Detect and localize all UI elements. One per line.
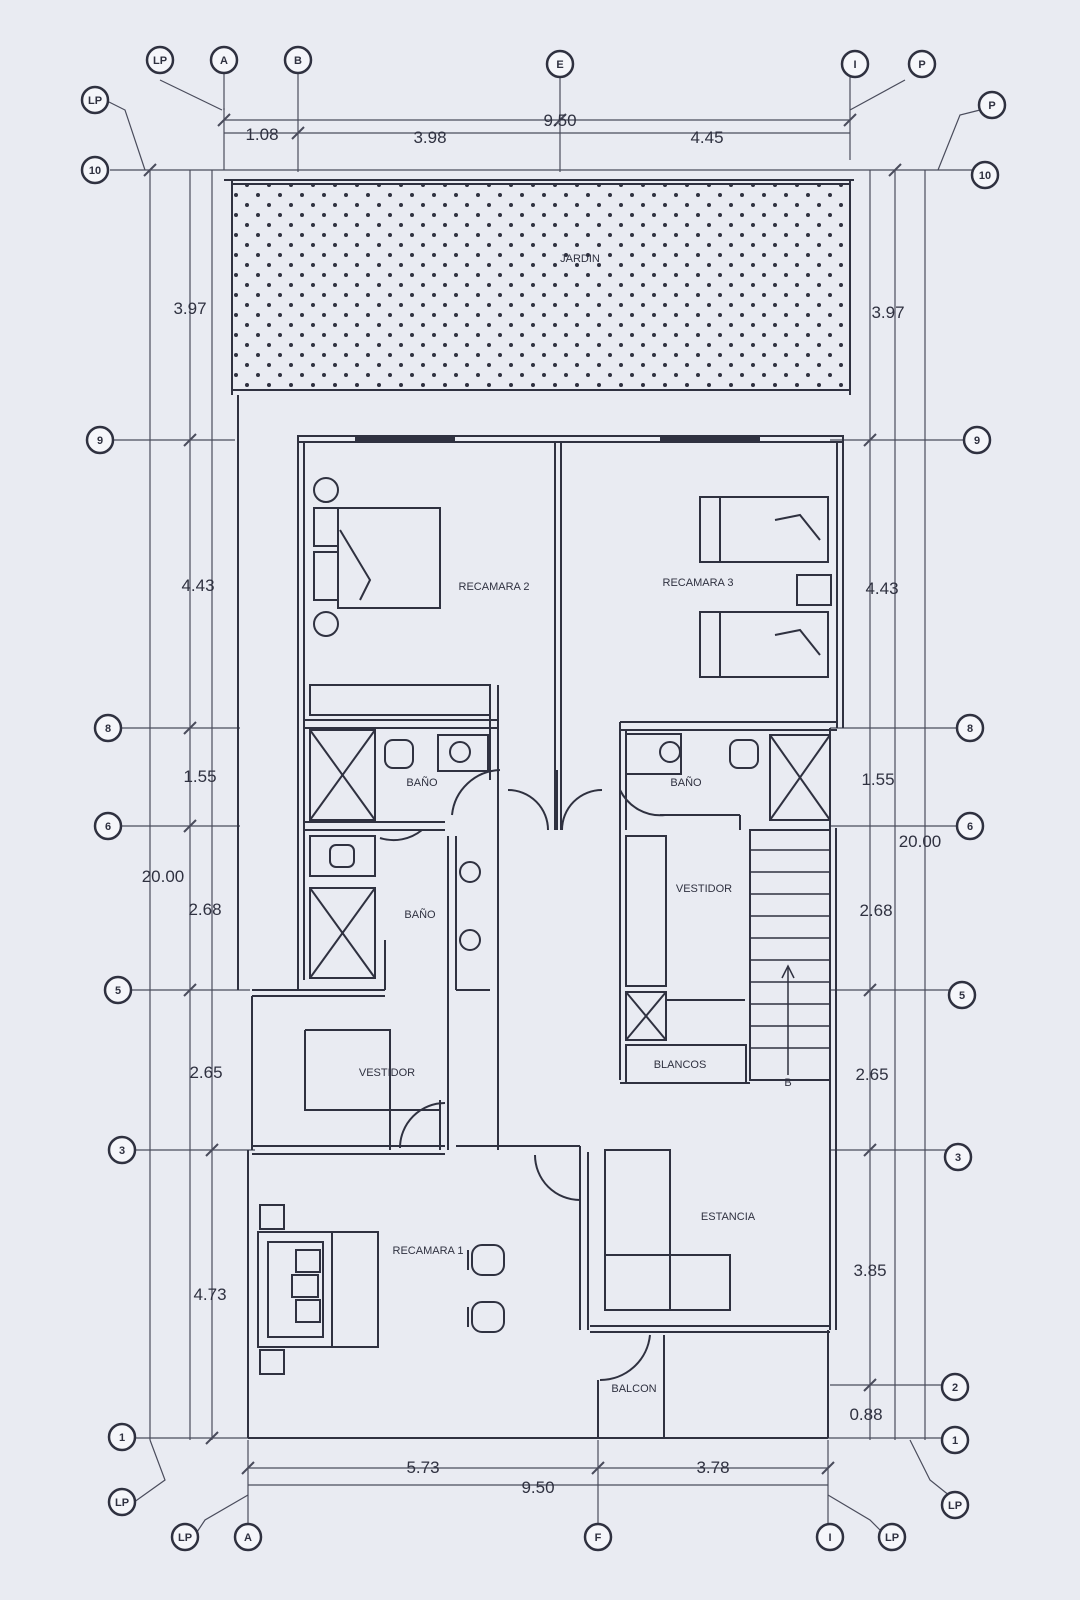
grid-label-6-left: 6 [105, 821, 111, 833]
grid-label-10-right: 10 [979, 170, 991, 182]
grid-label-10-left: 10 [89, 165, 101, 177]
grid-label-1-right: 1 [952, 1435, 958, 1447]
grid-label-lp-left-top: LP [88, 95, 102, 107]
top-dim-2: 3.98 [413, 128, 446, 147]
grid-label-i-bottom: I [828, 1532, 831, 1544]
room-label-jardin: JARDIN [560, 253, 600, 265]
room-label-recamara-1: RECAMARA 1 [393, 1245, 464, 1257]
bottom-dim-2: 3.78 [696, 1458, 729, 1477]
grid-label-5-left: 5 [115, 985, 121, 997]
room-label-vestidor-right: VESTIDOR [676, 883, 732, 895]
grid-bubbles [80, 45, 1007, 1552]
room-label-bano-top-right: BAÑO [670, 776, 702, 789]
right-dim-6: 3.85 [853, 1261, 886, 1280]
left-dim-4: 2.68 [188, 900, 221, 919]
room-labels: JARDIN RECAMARA 2 RECAMARA 3 BAÑO BAÑO B… [359, 253, 792, 1395]
right-dim-2: 4.43 [865, 579, 898, 598]
grid-label-f-bottom: F [595, 1532, 602, 1544]
room-label-blancos: BLANCOS [654, 1059, 707, 1071]
right-dim-1: 3.97 [871, 303, 904, 322]
right-total-dim: 20.00 [899, 832, 942, 851]
grid-label-a-bottom: A [244, 1532, 252, 1544]
garden-area [231, 183, 851, 391]
grid-label-8-right: 8 [967, 723, 973, 735]
grid-label-6-right: 6 [967, 821, 973, 833]
grid-label-a-top: A [220, 55, 228, 67]
room-label-balcon: BALCON [611, 1383, 656, 1395]
room-label-recamara-3: RECAMARA 3 [663, 577, 734, 589]
grid-label-lp-bottom-right: LP [885, 1532, 899, 1544]
top-total-dim: 9.50 [543, 111, 576, 130]
grid-label-lp-top: LP [153, 55, 167, 67]
dimension-labels: 9.50 1.08 3.98 4.45 5.73 3.78 9.50 3.97 … [142, 111, 942, 1497]
left-dim-2: 4.43 [181, 576, 214, 595]
grid-label-8-left: 8 [105, 723, 111, 735]
grid-label-3-right: 3 [955, 1152, 961, 1164]
room-label-recamara-2: RECAMARA 2 [459, 581, 530, 593]
left-dim-3: 1.55 [183, 767, 216, 786]
left-dim-6: 4.73 [193, 1285, 226, 1304]
grid-label-lp-left-bottom: LP [115, 1497, 129, 1509]
room-label-estancia: ESTANCIA [701, 1211, 756, 1223]
top-dim-3: 4.45 [690, 128, 723, 147]
grid-label-lp-bottom: LP [178, 1532, 192, 1544]
walls [224, 179, 854, 1439]
grid-label-p-right-top: P [988, 100, 995, 112]
room-label-vestidor-left: VESTIDOR [359, 1067, 415, 1079]
grid-label-b-top: B [294, 55, 302, 67]
right-dim-5: 2.65 [855, 1065, 888, 1084]
room-label-bano-top-left: BAÑO [406, 776, 438, 789]
grid-label-2-right: 2 [952, 1382, 958, 1394]
grid-bubble-labels: LP A B E I P LP P 10 10 9 9 8 8 6 6 5 5 … [88, 55, 996, 1544]
stair-label-b: B [784, 1077, 791, 1089]
grid-label-p-top: P [918, 59, 925, 71]
grid-label-p-right-bottom: LP [948, 1500, 962, 1512]
bottom-dim-1: 5.73 [406, 1458, 439, 1477]
grid-label-9-right: 9 [974, 435, 980, 447]
right-dim-4: 2.68 [859, 901, 892, 920]
grid-label-9-left: 9 [97, 435, 103, 447]
room-label-bano-mid: BAÑO [404, 908, 436, 921]
left-dim-1: 3.97 [173, 299, 206, 318]
top-dim-1: 1.08 [245, 125, 278, 144]
grid-label-3-left: 3 [119, 1145, 125, 1157]
grid-label-i-top: I [853, 59, 856, 71]
left-dim-5: 2.65 [189, 1063, 222, 1082]
right-dim-3: 1.55 [861, 770, 894, 789]
right-dim-7: 0.88 [849, 1405, 882, 1424]
grid-label-1-left: 1 [119, 1432, 125, 1444]
left-total-dim: 20.00 [142, 867, 185, 886]
grid-label-e-top: E [556, 59, 563, 71]
bottom-total-dim: 9.50 [521, 1478, 554, 1497]
grid-label-5-right: 5 [959, 990, 965, 1002]
